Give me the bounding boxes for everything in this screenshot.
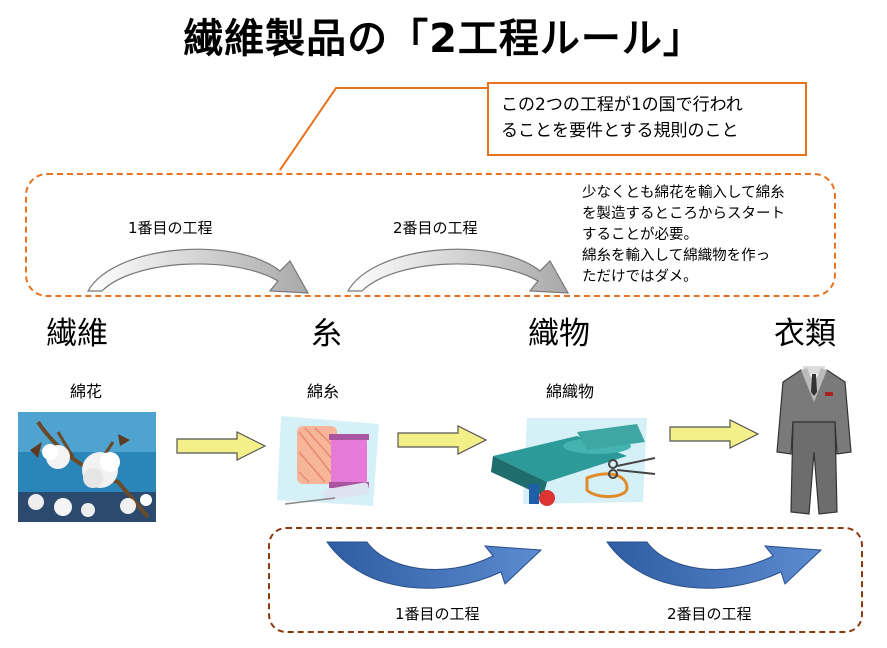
bottom-blue-arrow-1 (326, 541, 543, 589)
definition-callout: この2つの工程が1の国で行われ ることを要件とする規則のこと (487, 82, 807, 156)
note-line-5: ただけではダメ。 (582, 269, 698, 285)
suit-image (776, 366, 852, 515)
top-step-2-label: 2番目の工程 (393, 219, 478, 237)
fabric-rolls-image (491, 418, 656, 506)
callout-line-1: この2つの工程が1の国で行われ (501, 95, 743, 115)
category-clothing: 衣類 (774, 316, 836, 352)
yellow-arrow-3 (669, 419, 760, 449)
bottom-step-2-label: 2番目の工程 (667, 605, 752, 623)
process-group-top (25, 173, 836, 297)
material-cotton-fabric: 綿織物 (546, 382, 595, 401)
note-line-3: することが必要。 (582, 227, 698, 243)
category-fabric: 織物 (528, 316, 590, 352)
process-group-bottom (268, 527, 863, 633)
category-yarn: 糸 (311, 316, 342, 352)
note-line-2: を製造するところからスタート (582, 206, 785, 222)
callout-line-2: ることを要件とする規則のこと (501, 121, 739, 141)
category-fiber: 繊維 (46, 316, 108, 352)
note-line-4: 綿糸を輸入して綿織物を作っ (582, 248, 771, 264)
bottom-blue-arrow-2 (606, 541, 823, 589)
yellow-arrow-1 (176, 431, 267, 461)
thread-spools-image (277, 416, 379, 506)
requirement-note: 少なくとも綿花を輸入して綿糸 を製造するところからスタート することが必要。 綿… (582, 183, 832, 288)
top-curved-arrow-1 (86, 248, 310, 294)
bottom-step-1-label: 1番目の工程 (395, 605, 480, 623)
material-cotton: 綿花 (70, 382, 103, 401)
top-curved-arrow-2 (346, 248, 570, 294)
note-line-1: 少なくとも綿花を輸入して綿糸 (582, 185, 785, 201)
material-cotton-yarn: 綿糸 (307, 382, 340, 401)
cotton-plant-image (18, 412, 156, 522)
top-step-1-label: 1番目の工程 (128, 219, 213, 237)
yellow-arrow-2 (397, 425, 488, 455)
page-title: 繊維製品の「2工程ルール」 (183, 16, 704, 62)
